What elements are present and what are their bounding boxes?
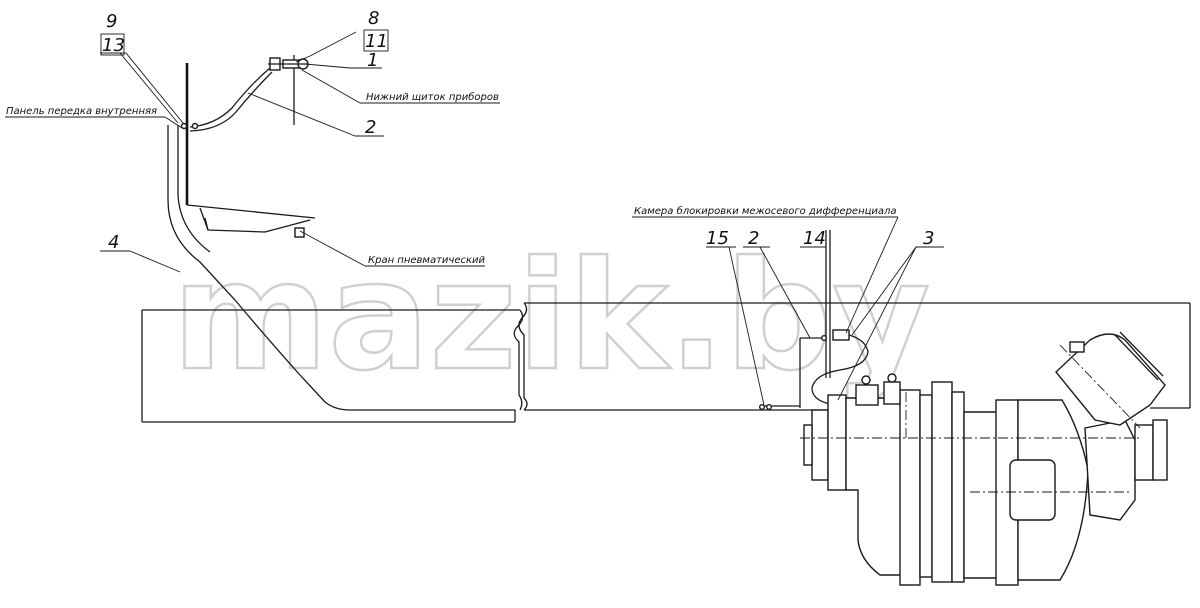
watermark: mazik.by xyxy=(172,230,930,404)
callout-11: 11 xyxy=(365,31,388,52)
callout-2-mid: 2 xyxy=(748,228,759,249)
callout-9: 9 xyxy=(106,11,117,32)
callout-4: 4 xyxy=(108,232,119,253)
caption-valve: Кран пневматический xyxy=(368,255,486,266)
callout-11-box xyxy=(363,29,389,52)
callout-13: 13 xyxy=(102,35,125,56)
frame-rail-left xyxy=(141,309,524,423)
axle-gearbox xyxy=(800,331,1168,586)
shield-fitting xyxy=(268,55,309,125)
tube-upper xyxy=(180,67,273,132)
callout-1: 1 xyxy=(367,50,378,71)
cab-panel xyxy=(167,63,516,422)
caption-chamber: Камера блокировки межосевого дифференциа… xyxy=(634,205,897,217)
frame-rail-right xyxy=(518,302,1191,411)
callout-2-top: 2 xyxy=(365,117,376,138)
callout-3: 3 xyxy=(923,228,934,249)
caption-panel: Панель передка внутренняя xyxy=(6,106,157,117)
callout-15: 15 xyxy=(706,228,729,249)
callout-8: 8 xyxy=(368,8,379,29)
callout-13-box xyxy=(100,33,125,56)
callout-14: 14 xyxy=(803,228,826,249)
leaders xyxy=(5,31,944,406)
caption-lower-shield: Нижний щиток приборов xyxy=(366,91,499,103)
